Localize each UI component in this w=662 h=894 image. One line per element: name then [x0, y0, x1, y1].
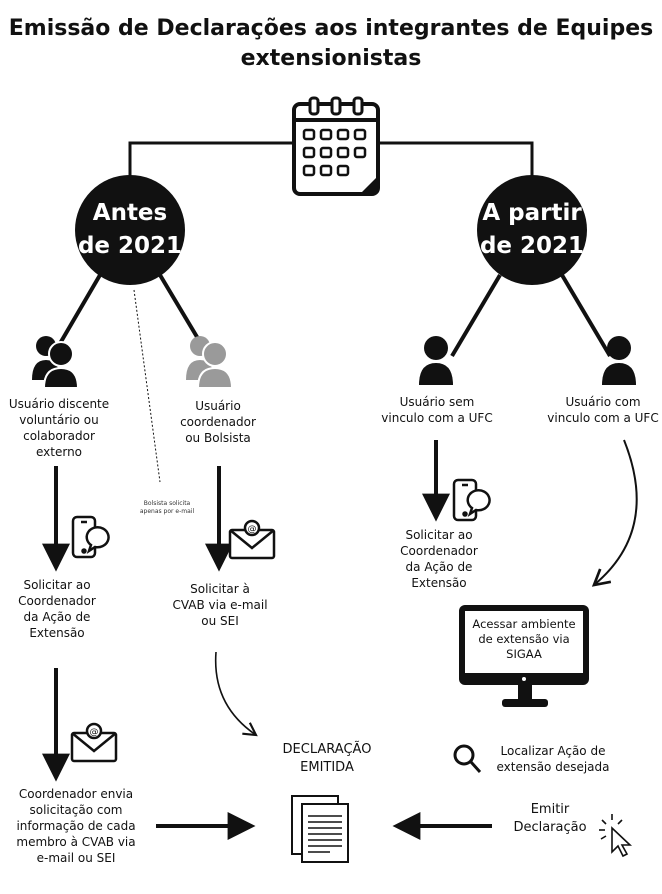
monitor-icon: [459, 605, 589, 707]
branch-lines: [53, 273, 612, 358]
user-d-line: Usuário com: [565, 395, 641, 409]
step-b1-line: ou SEI: [201, 614, 239, 628]
user-d-line: vinculo com a UFC: [547, 411, 659, 425]
user-c-label: Usuário sem vinculo com a UFC: [374, 394, 500, 426]
step-a1-line: da Ação de: [23, 610, 91, 624]
svg-text:@: @: [90, 728, 99, 738]
right-circle-line-2: de 2021: [479, 233, 585, 259]
search-step-line: extensão desejada: [496, 760, 610, 774]
left-circle-line-1: Antes: [92, 200, 168, 226]
title-line-1: Emissão de Declarações aos integrantes d…: [8, 16, 654, 41]
title-line-2: extensionistas: [240, 46, 422, 71]
step-a1-line: Extensão: [29, 626, 85, 640]
step-b1-line: CVAB via e-mail: [172, 598, 268, 612]
right-circle-line-1: A partir: [482, 200, 582, 226]
monitor-text-line: SIGAA: [506, 647, 542, 661]
step-c1-line: Coordenador: [400, 544, 478, 558]
step-c1-line: da Ação de: [405, 560, 473, 574]
phone-chat-icon: [452, 478, 491, 522]
monitor-screen-text: Acessar ambiente de extensão via SIGAA: [465, 617, 583, 662]
step-b1-line: Solicitar à: [190, 582, 250, 596]
user-a-line: externo: [35, 445, 83, 459]
left-circle-label: Antes de 2021: [75, 197, 185, 263]
user-b-label: Usuário coordenador ou Bolsista: [158, 398, 278, 446]
user-b-line: ou Bolsista: [185, 431, 251, 445]
search-step-line: Localizar Ação de: [500, 744, 606, 758]
right-circle: [477, 175, 587, 285]
cursor-click-icon: [599, 814, 633, 858]
step-a1-line: Coordenador: [18, 594, 96, 608]
page-title: Emissão de Declarações aos integrantes d…: [0, 14, 662, 74]
right-circle-label: A partir de 2021: [477, 197, 587, 263]
result-line: EMITIDA: [300, 760, 354, 775]
note-dotted-line: [133, 289, 161, 483]
step-a2-line: membro à CVAB via: [16, 835, 136, 849]
email-icon: @: [228, 519, 276, 560]
email-icon: @: [70, 722, 118, 763]
phone-chat-icon: [71, 515, 110, 559]
user-b-line: coordenador: [180, 415, 256, 429]
step-a2-line: e-mail ou SEI: [36, 851, 116, 865]
search-step-label: Localizar Ação de extensão desejada: [488, 743, 618, 775]
user-b-line: Usuário: [195, 399, 241, 413]
result-label: DECLARAÇÃO EMITIDA: [262, 741, 392, 777]
user-icon: [419, 336, 453, 385]
step-a2-line: informação de cada: [16, 819, 136, 833]
step-a1-line: Solicitar ao: [23, 578, 91, 592]
user-icon: [602, 336, 636, 385]
note-line: apenas por e-mail: [139, 508, 195, 515]
user-c-line: Usuário sem: [399, 395, 475, 409]
step-c1-label: Solicitar ao Coordenador da Ação de Exte…: [384, 527, 494, 591]
user-a-line: colaborador: [23, 429, 95, 443]
monitor-text-line: de extensão via: [478, 632, 570, 646]
note-line: Bolsista solicita: [143, 500, 191, 507]
emit-step-label: Emitir Declaração: [500, 801, 600, 837]
user-a-line: voluntário ou: [19, 413, 99, 427]
step-a2-line: solicitação com: [29, 803, 123, 817]
step-a1-label: Solicitar ao Coordenador da Ação de Exte…: [0, 577, 114, 641]
arrow-user-d-to-monitor: [591, 439, 638, 587]
bolsista-note: Bolsista solicita apenas por e-mail: [122, 500, 212, 516]
arrow-step-b1-to-result: [214, 651, 258, 737]
step-a2-line: Coordenador envia: [18, 787, 134, 801]
step-b1-label: Solicitar à CVAB via e-mail ou SEI: [158, 581, 282, 629]
result-line: DECLARAÇÃO: [282, 742, 372, 757]
users-group-gray-icon: [186, 336, 234, 389]
user-d-label: Usuário com vinculo com a UFC: [544, 394, 662, 426]
user-a-label: Usuário discente voluntário ou colaborad…: [0, 396, 118, 460]
user-c-line: vinculo com a UFC: [381, 411, 493, 425]
step-c1-line: Extensão: [411, 576, 467, 590]
users-group-icon: [32, 336, 80, 389]
emit-step-line: Emitir: [530, 802, 570, 817]
calendar-icon: [292, 96, 380, 196]
left-circle: [75, 175, 185, 285]
step-a2-label: Coordenador envia solicitação com inform…: [2, 786, 150, 866]
step-c1-line: Solicitar ao: [405, 528, 473, 542]
monitor-text-line: Acessar ambiente: [472, 617, 576, 631]
documents-icon: [291, 795, 349, 863]
search-icon: [453, 744, 482, 774]
left-circle-line-2: de 2021: [77, 233, 183, 259]
svg-text:@: @: [248, 525, 257, 535]
user-a-line: Usuário discente: [8, 397, 110, 411]
emit-step-line: Declaração: [513, 820, 587, 835]
